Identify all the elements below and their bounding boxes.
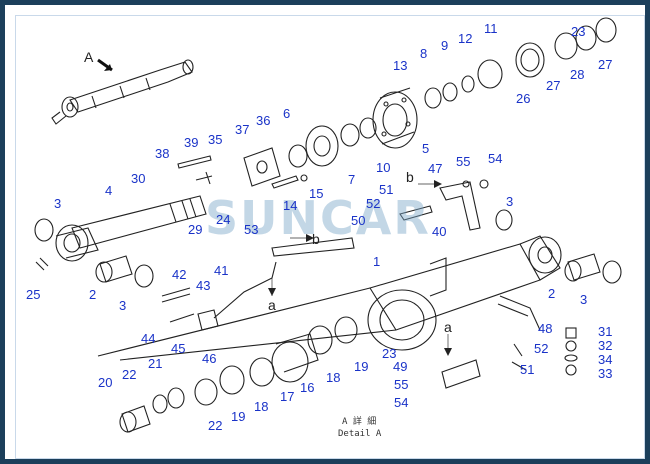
part-label-6: 6 [283,106,290,121]
part-label-54: 54 [488,151,502,166]
part-label-32: 32 [598,338,612,353]
part-label-52: 52 [534,341,548,356]
part-label-27: 27 [598,57,612,72]
part-label-42: 42 [172,267,186,282]
caption-en: Detail A [338,429,382,439]
part-label-39: 39 [184,135,198,150]
part-label-19: 19 [354,359,368,374]
ref-b-right: b [406,169,414,185]
part-label-52: 52 [366,196,380,211]
part-label-33: 33 [598,366,612,381]
bushings [34,209,622,288]
part-label-16: 16 [300,380,314,395]
grease-line [161,261,277,331]
ref-markers: a a b b [268,169,452,356]
part-label-30: 30 [131,171,145,186]
part-label-36: 36 [256,113,270,128]
part-label-48: 48 [538,321,552,336]
part-label-54: 54 [394,395,408,410]
part-label-2: 2 [89,287,96,302]
part-label-23: 23 [571,24,585,39]
part-label-18: 18 [326,370,340,385]
fittings [511,327,578,376]
part-label-26: 26 [516,91,530,106]
part-label-53: 53 [244,222,258,237]
part-label-19: 19 [231,409,245,424]
part-label-44: 44 [141,331,155,346]
part-label-21: 21 [148,356,162,371]
part-label-41: 41 [214,263,228,278]
part-label-1: 1 [373,254,380,269]
part-label-12: 12 [458,31,472,46]
part-label-5: 5 [422,141,429,156]
view-label: A [84,49,94,65]
part-label-27: 27 [546,78,560,93]
part-label-25: 25 [26,287,40,302]
part-label-22: 22 [208,418,222,433]
inner-border [15,15,645,459]
part-label-23: 23 [382,346,396,361]
part-label-3: 3 [506,194,513,209]
bolts-top [177,155,308,189]
top-rings [424,17,617,109]
part-label-3: 3 [54,196,61,211]
brackets [271,179,541,389]
piston-rod [55,195,207,262]
part-label-47: 47 [428,161,442,176]
part-label-38: 38 [155,146,169,161]
part-label-40: 40 [432,224,446,239]
part-label-3: 3 [119,298,126,313]
caption-jp: A 詳 細 [342,415,376,427]
part-label-29: 29 [188,222,202,237]
part-label-35: 35 [208,132,222,147]
part-label-2: 2 [548,286,555,301]
ref-a-top: a [268,297,276,313]
part-label-3: 3 [580,292,587,307]
watermark: SUNCAR [205,191,431,245]
part-label-24: 24 [216,212,230,227]
flange [243,117,377,187]
part-label-17: 17 [280,389,294,404]
part-label-11: 11 [484,21,498,36]
part-label-4: 4 [105,183,112,198]
part-label-34: 34 [598,352,612,367]
part-label-50: 50 [351,213,365,228]
part-label-10: 10 [376,160,390,175]
part-label-43: 43 [196,278,210,293]
part-label-51: 51 [520,362,534,377]
part-label-31: 31 [598,324,612,339]
part-label-7: 7 [348,172,355,187]
part-label-49: 49 [393,359,407,374]
part-label-55: 55 [394,377,408,392]
part-label-28: 28 [570,67,584,82]
view-arrow: A [84,49,113,72]
part-label-18: 18 [254,399,268,414]
ref-a-bottom: a [444,319,452,335]
cylinder-tube [97,235,562,361]
part-label-15: 15 [309,186,323,201]
part-label-46: 46 [202,351,216,366]
part-label-45: 45 [171,341,185,356]
part-label-14: 14 [283,198,297,213]
part-label-37: 37 [235,122,249,137]
part-label-22: 22 [122,367,136,382]
part-label-8: 8 [420,46,427,61]
part-label-9: 9 [441,38,448,53]
ref-b-left: b [312,231,320,247]
cylinder-head [372,87,418,149]
piston-assembly [119,316,358,433]
part-label-55: 55 [456,154,470,169]
part-label-13: 13 [393,58,407,73]
part-label-51: 51 [379,182,393,197]
part-label-20: 20 [98,375,112,390]
assembled-cylinder [51,59,194,125]
